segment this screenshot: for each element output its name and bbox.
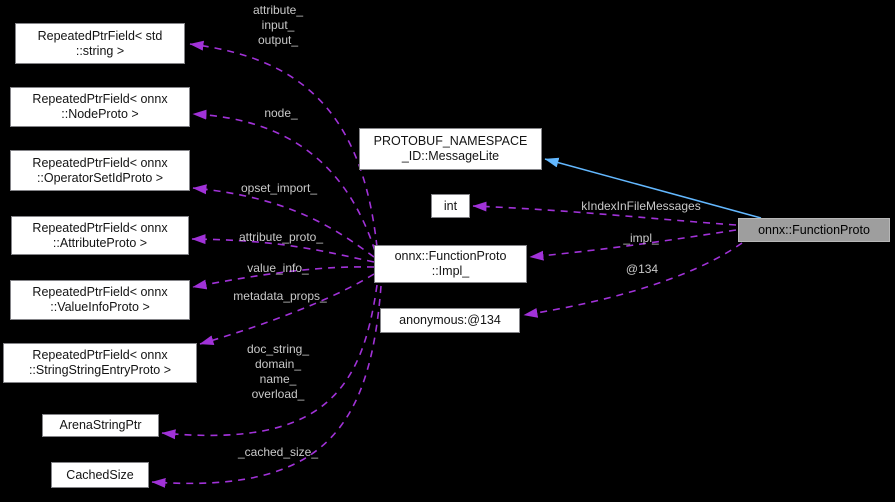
node-arenastringptr[interactable]: ArenaStringPtr [42,414,159,437]
node-label-line: ::string > [75,43,125,58]
node-repeatedptrfield-valueinfoproto[interactable]: RepeatedPtrField< onnx::ValueInfoProto > [10,280,190,320]
node-label-line: ArenaStringPtr [59,418,142,432]
edge-value-info [192,266,375,290]
node-cachedsize[interactable]: CachedSize [51,462,149,488]
node-label-line: anonymous:@134 [399,313,501,327]
edge-attr-input-output [189,40,378,248]
node-repeatedptrfield-nodeproto[interactable]: RepeatedPtrField< onnx::NodeProto > [10,87,190,127]
edge-doc-string-group [161,284,378,440]
node-repeatedptrfield-std-string[interactable]: RepeatedPtrField< std::string > [15,23,185,64]
node-repeatedptrfield-stringstringentry[interactable]: RepeatedPtrField< onnx::StringStringEntr… [3,343,197,383]
node-label-line: onnx::FunctionProto [394,249,507,263]
node-label-line: RepeatedPtrField< onnx [32,285,168,299]
edge-opset-import [192,184,375,258]
edge-cached-size [151,285,382,488]
node-label-line: ::StringStringEntryProto > [28,363,172,377]
node-label-line: ::OperatorSetIdProto > [36,170,164,185]
node-label-line: int [443,198,458,213]
edge-at134 [523,242,743,318]
node-onnx-functionproto: onnx::FunctionProto [738,218,890,242]
node-label-line: CachedSize [66,467,134,482]
node-repeatedptrfield-operatorsetid[interactable]: RepeatedPtrField< onnx::OperatorSetIdPro… [10,150,190,191]
edge-kindexinfilemessages [472,201,737,226]
node-int[interactable]: int [431,194,470,218]
node-label-line: PROTOBUF_NAMESPACE [373,134,528,148]
node-label-line: onnx::FunctionProto [758,222,870,237]
node-repeatedptrfield-attributeproto[interactable]: RepeatedPtrField< onnx::AttributeProto > [11,216,189,255]
node-label-line: ::NodeProto > [61,107,139,121]
node-label-line: RepeatedPtrField< onnx [32,348,168,362]
edge-metadata-props [199,273,375,346]
node-label-line: RepeatedPtrField< onnx [32,220,168,235]
node-onnx-functionproto-impl[interactable]: onnx::FunctionProto::Impl_ [374,245,527,283]
edge-node [192,109,376,252]
node-label-line: ::Impl_ [431,264,470,278]
edge-inherits-messagelite [544,157,762,219]
node-protobuf-namespace-messagelite[interactable]: PROTOBUF_NAMESPACE_ID::MessageLite [359,128,542,170]
node-label-line: RepeatedPtrField< onnx [32,155,168,170]
edge-attribute-proto [191,234,375,263]
node-label-line: RepeatedPtrField< onnx [32,92,168,106]
node-label-line: RepeatedPtrField< std [37,28,163,43]
edge-impl [529,229,737,261]
node-anonymous-134[interactable]: anonymous:@134 [380,308,520,333]
node-label-line: _ID::MessageLite [401,149,500,163]
node-label-line: ::AttributeProto > [52,235,148,250]
node-label-line: ::ValueInfoProto > [50,300,150,314]
